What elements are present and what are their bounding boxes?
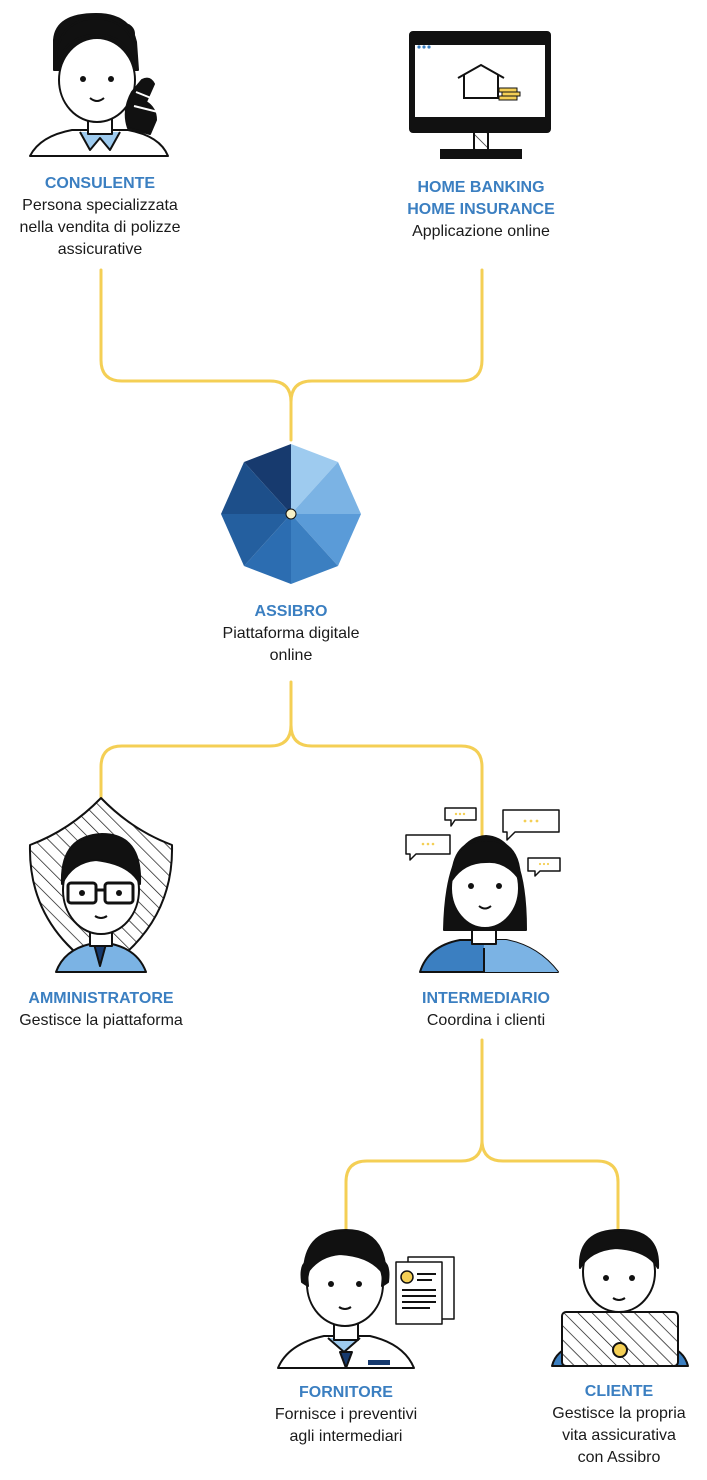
node-consulente: CONSULENTE Persona specializzata nella v… <box>2 173 198 261</box>
node-title: HOME INSURANCE <box>407 201 555 218</box>
node-cliente: CLIENTE Gestisce la propria vita assicur… <box>519 1381 707 1469</box>
node-amministratore: AMMINISTRATORE Gestisce la piattaforma <box>1 988 201 1032</box>
umbrella-icon <box>221 444 361 584</box>
connector-homebanking-assibro <box>289 268 484 404</box>
node-desc-line: online <box>269 647 313 664</box>
node-title: CLIENTE <box>584 1383 654 1400</box>
connector-intermediario-cliente <box>480 1138 620 1234</box>
node-title: AMMINISTRATORE <box>28 990 174 1007</box>
node-desc-line: Applicazione online <box>412 223 550 240</box>
node-homebanking: HOME BANKING HOME INSURANCE Applicazione… <box>376 177 586 243</box>
node-desc-line: Coordina i clienti <box>426 1012 546 1029</box>
node-desc-line: nella vendita di polizze <box>19 219 181 236</box>
node-intermediario: INTERMEDIARIO Coordina i clienti <box>386 988 586 1032</box>
supplier-documents-icon <box>277 1229 455 1369</box>
client-laptop-icon <box>551 1229 689 1367</box>
node-desc-line: Gestisce la piattaforma <box>19 1012 183 1029</box>
node-desc-line: Gestisce la propria <box>552 1405 686 1422</box>
connector-consulente-assibro <box>99 268 293 442</box>
intermediary-chat-icon <box>405 807 561 973</box>
node-desc-line: agli intermediari <box>289 1428 403 1445</box>
node-title: CONSULENTE <box>44 175 156 192</box>
node-desc-line: Piattaforma digitale <box>222 625 360 642</box>
node-desc-line: Persona specializzata <box>22 197 178 214</box>
node-desc-line: Fornisce i preventivi <box>274 1406 418 1423</box>
node-desc-line: vita assicurativa <box>562 1427 676 1444</box>
connector-assibro-amministratore <box>99 680 293 802</box>
connector-intermediario-fornitore <box>344 1038 484 1237</box>
node-desc-line: con Assibro <box>577 1449 661 1466</box>
connector-lines <box>99 268 620 1237</box>
node-title: HOME BANKING <box>417 179 545 196</box>
node-assibro: ASSIBRO Piattaforma digitale online <box>191 601 391 667</box>
node-title: ASSIBRO <box>254 603 328 620</box>
node-title: INTERMEDIARIO <box>422 990 550 1007</box>
computer-monitor-house-icon <box>409 31 551 159</box>
node-fornitore: FORNITORE Fornisce i preventivi agli int… <box>246 1382 446 1448</box>
consultant-phone-icon <box>29 13 169 157</box>
connector-assibro-intermediario <box>289 723 484 837</box>
admin-shield-icon <box>28 797 174 973</box>
node-desc-line: assicurative <box>57 241 143 258</box>
node-title: FORNITORE <box>299 1384 393 1401</box>
